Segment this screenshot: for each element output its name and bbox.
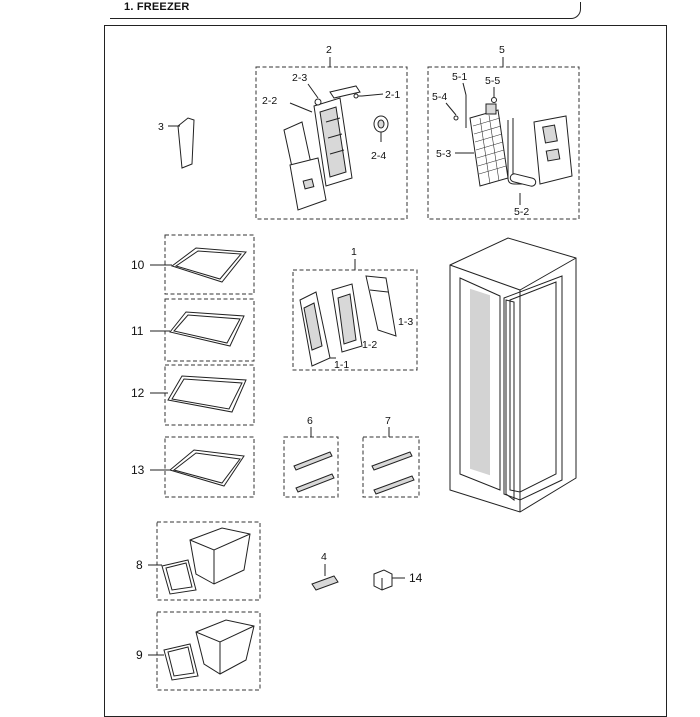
part-2-3-screw [314, 98, 322, 106]
shelf-11-glass [169, 311, 245, 347]
callout-2-1: 2-1 [385, 89, 400, 101]
assembly-5: 5 5-1 5-5 [427, 44, 580, 220]
drawer-8: 8 [136, 521, 261, 601]
callout-6: 6 [307, 415, 313, 427]
callout-10: 10 [131, 258, 145, 272]
callout-5-5: 5-5 [485, 75, 500, 87]
rail-6: 6 [283, 415, 339, 498]
callout-2-3: 2-3 [292, 72, 307, 84]
shelf-10: 10 [131, 234, 255, 295]
drawer-8-bin [189, 527, 251, 585]
shelf-13: 13 [131, 436, 255, 498]
fridge-compartment [503, 275, 563, 501]
shelf-12-box [164, 364, 255, 426]
rail-7-box [362, 436, 420, 498]
cabinet-outline [449, 237, 577, 513]
part-3-cover [177, 117, 195, 169]
part-5-4-screw [453, 115, 459, 121]
part-2-top-cover [329, 85, 361, 99]
callout-5-1: 5-1 [452, 71, 467, 83]
rail-6-upper [293, 451, 333, 471]
part-4-clip [311, 575, 339, 591]
rail-6-lower [295, 473, 335, 493]
assembly-1: 1 1-1 1-2 1-3 [292, 246, 418, 371]
callout-1: 1 [351, 246, 357, 258]
rail-7-upper [371, 451, 413, 471]
shelf-13-box [164, 436, 255, 498]
callout-3: 3 [158, 121, 164, 133]
shelf-12: 12 [131, 364, 255, 426]
part-3: 3 [158, 117, 195, 169]
callout-5: 5 [499, 44, 505, 56]
callout-7: 7 [385, 415, 391, 427]
part-14: 14 [373, 569, 423, 591]
part-4: 4 [311, 551, 339, 591]
callout-4: 4 [321, 551, 327, 563]
assembly-2-box [255, 66, 408, 220]
shelf-11-box [164, 298, 255, 362]
callout-1-3: 1-3 [398, 316, 413, 328]
callout-8: 8 [136, 558, 143, 572]
part-14-cap [373, 569, 393, 591]
callout-5-4: 5-4 [432, 91, 447, 103]
rail-6-box [283, 436, 339, 498]
callout-2-2: 2-2 [262, 95, 277, 107]
shelf-12-glass [167, 375, 247, 413]
refrigerator-cabinet [449, 237, 577, 513]
callout-1-1: 1-1 [334, 359, 349, 371]
part-5-2-heater [509, 173, 537, 187]
drawer-9: 9 [136, 611, 261, 691]
callout-9: 9 [136, 648, 143, 662]
callout-14: 14 [409, 571, 423, 585]
rail-7-lower [373, 475, 415, 495]
exploded-view-diagram: 2 2-4 2-1 2-3 2-2 [131, 44, 580, 691]
part-1-3 [365, 275, 397, 337]
drawer-9-bin [195, 619, 255, 675]
parts-diagram-page: 1. FREEZER 2 2-4 [104, 1, 667, 717]
assembly-2: 2 2-4 2-1 2-3 2-2 [255, 44, 408, 220]
rail-7: 7 [362, 415, 420, 498]
callout-11: 11 [131, 324, 144, 338]
shelf-11: 11 [131, 298, 255, 362]
part-5-5-bracket [485, 103, 497, 115]
callout-12: 12 [131, 386, 145, 400]
callout-2: 2 [326, 44, 332, 56]
callout-5-3: 5-3 [436, 148, 451, 160]
callout-5-2: 5-2 [514, 206, 529, 218]
callout-1-2: 1-2 [362, 339, 377, 351]
freezer-compartment [459, 277, 501, 491]
callout-13: 13 [131, 463, 145, 477]
header-bar [110, 2, 581, 19]
header-title: 1. FREEZER [124, 1, 190, 13]
callout-2-4: 2-4 [371, 150, 386, 162]
